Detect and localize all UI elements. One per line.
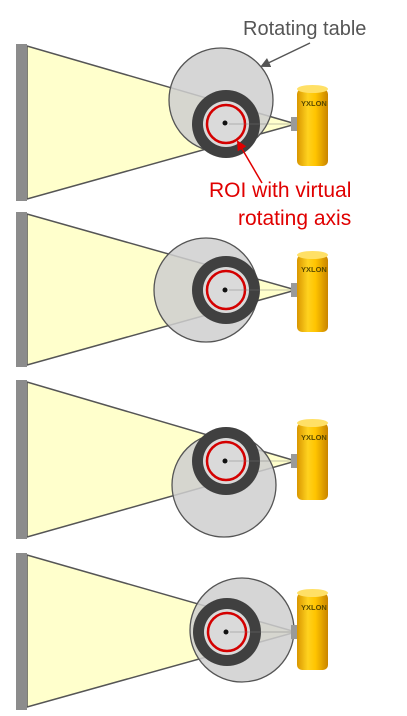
source-window bbox=[291, 625, 297, 639]
annotation-roi: ROI with virtual rotating axis bbox=[209, 140, 351, 230]
rotation-axis-dot bbox=[222, 287, 228, 293]
detector-panel bbox=[16, 44, 27, 201]
annotation-rotating-table: Rotating table bbox=[243, 18, 366, 68]
source-brand-label: YXLON bbox=[301, 265, 327, 274]
roi-label-line1: ROI with virtual bbox=[209, 179, 351, 202]
rotation-axis-dot bbox=[222, 120, 228, 126]
xray-source: YXLON bbox=[297, 251, 328, 332]
scan-panel-3: YXLON bbox=[16, 380, 328, 539]
scan-panel-1: YXLON bbox=[16, 44, 328, 201]
source-window bbox=[291, 117, 297, 131]
detector-panel bbox=[16, 553, 27, 710]
roi-arrow bbox=[236, 140, 263, 184]
xray-source: YXLON bbox=[297, 85, 328, 166]
detector-panel bbox=[16, 380, 27, 539]
scan-panel-4: YXLON bbox=[16, 553, 328, 710]
source-window bbox=[291, 454, 297, 468]
xray-source: YXLON bbox=[297, 419, 328, 500]
detector-panel bbox=[16, 212, 27, 367]
xray-source: YXLON bbox=[297, 589, 328, 670]
source-brand-label: YXLON bbox=[301, 433, 327, 442]
source-brand-label: YXLON bbox=[301, 603, 327, 612]
rotation-axis-dot bbox=[223, 629, 229, 635]
roi-label-line2: rotating axis bbox=[238, 207, 351, 230]
rotation-axis-dot bbox=[222, 458, 228, 464]
scan-panel-2: YXLON bbox=[16, 212, 328, 367]
source-window bbox=[291, 283, 297, 297]
rotating-table-label: Rotating table bbox=[243, 18, 366, 40]
source-brand-label: YXLON bbox=[301, 99, 327, 108]
rotating-table-arrow bbox=[260, 42, 311, 68]
